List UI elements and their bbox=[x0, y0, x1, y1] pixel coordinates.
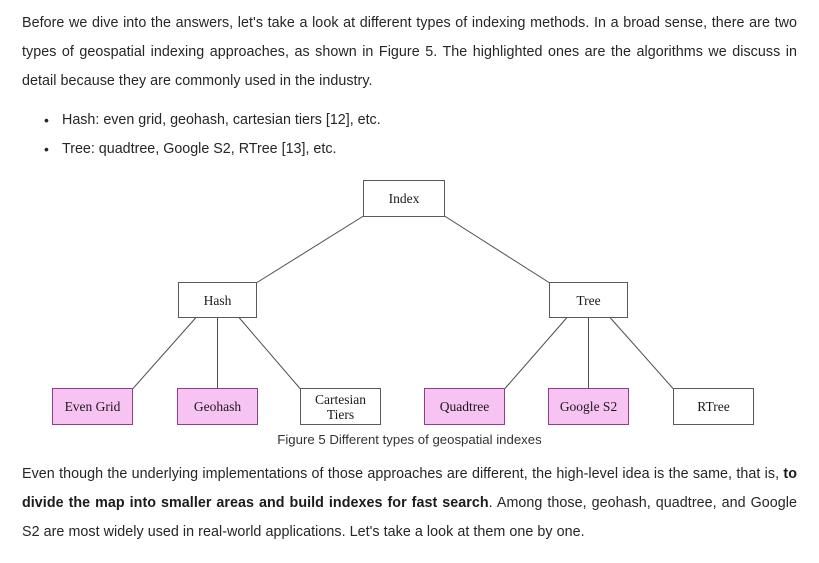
node-quadtree-label: Quadtree bbox=[439, 399, 490, 414]
intro-paragraph: Before we dive into the answers, let's t… bbox=[22, 15, 797, 89]
edge-index-tree bbox=[444, 215, 550, 283]
node-hash-label: Hash bbox=[203, 292, 232, 308]
list-item-tree: Tree: quadtree, Google S2, RTree [13], e… bbox=[44, 135, 797, 164]
edge-tree-rtree bbox=[609, 317, 674, 389]
list-item-hash: Hash: even grid, geohash, cartesian tier… bbox=[44, 106, 797, 135]
edge-index-hash bbox=[256, 215, 364, 283]
node-cartesian-tiers[interactable]: Cartesian Tiers bbox=[300, 388, 381, 425]
geospatial-index-tree-diagram: Index Hash Tree Even Grid Geohash Cartes… bbox=[0, 170, 819, 447]
diagram-connector-lines bbox=[132, 215, 674, 389]
edge-hash-evengrid bbox=[132, 317, 197, 389]
figure-5: Index Hash Tree Even Grid Geohash Cartes… bbox=[22, 170, 797, 460]
node-google-s2[interactable]: Google S2 bbox=[548, 388, 629, 425]
node-even-grid-label: Even Grid bbox=[64, 399, 121, 414]
indexing-types-list: Hash: even grid, geohash, cartesian tier… bbox=[22, 106, 797, 164]
figure-caption: Figure 5 Different types of geospatial i… bbox=[277, 432, 542, 447]
node-quadtree[interactable]: Quadtree bbox=[424, 388, 505, 425]
node-tree-label: Tree bbox=[576, 292, 601, 308]
closing-paragraph-part2: . Among those, geohash, quadtree, and Go… bbox=[22, 495, 797, 540]
node-cartesian-tiers-label-line2: Tiers bbox=[326, 406, 355, 422]
node-rtree[interactable]: RTree bbox=[673, 388, 754, 425]
node-index[interactable]: Index bbox=[363, 180, 445, 217]
closing-paragraph: Even though the underlying implementatio… bbox=[22, 460, 797, 547]
node-index-label: Index bbox=[388, 191, 420, 206]
edge-tree-quadtree bbox=[504, 317, 568, 389]
closing-paragraph-bold: to divide the map into smaller areas and… bbox=[22, 466, 797, 511]
node-geohash-label: Geohash bbox=[193, 399, 242, 414]
closing-paragraph-part1: Even though the underlying implementatio… bbox=[22, 466, 784, 482]
node-even-grid[interactable]: Even Grid bbox=[52, 388, 133, 425]
edge-hash-cartesiantiers bbox=[238, 317, 301, 389]
node-geohash[interactable]: Geohash bbox=[177, 388, 258, 425]
node-tree[interactable]: Tree bbox=[549, 282, 628, 318]
node-google-s2-label: Google S2 bbox=[559, 399, 618, 414]
node-rtree-label: RTree bbox=[697, 399, 730, 414]
node-cartesian-tiers-label-line1: Cartesian bbox=[315, 391, 366, 407]
node-hash[interactable]: Hash bbox=[178, 282, 257, 318]
